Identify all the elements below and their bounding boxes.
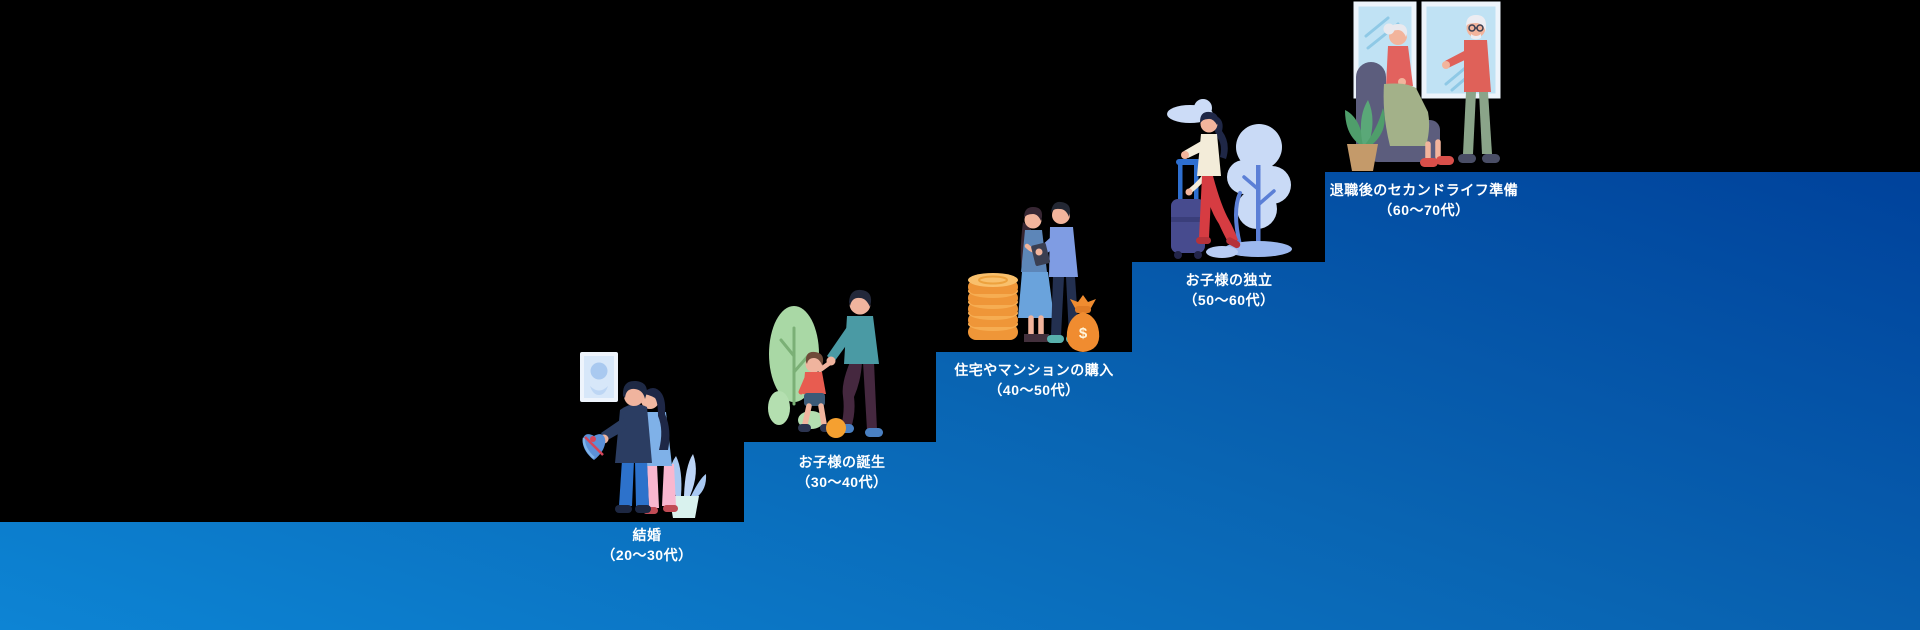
tree-icon (1206, 124, 1292, 258)
senior-couple-illustration (1345, 1, 1501, 171)
step-title: お子様の誕生 (798, 454, 886, 470)
parent-figure (826, 289, 883, 437)
grandmother-figure (1383, 23, 1454, 167)
step-title: お子様の独立 (1185, 272, 1273, 288)
grandfather-figure (1442, 15, 1500, 163)
step-age-range: （60〜70代） (1378, 202, 1470, 218)
step-label-child-independence: お子様の独立 （50〜60代） (1183, 270, 1274, 310)
step-label-second-life: 退職後のセカンドライフ準備 （60〜70代） (1330, 180, 1519, 220)
man-figure (599, 380, 652, 513)
potted-plant-icon (1345, 100, 1385, 171)
woman-figure (1018, 207, 1054, 342)
step-label-home-purchase: 住宅やマンションの購入 （40〜50代） (954, 360, 1114, 400)
ball-icon (826, 418, 846, 438)
step-label-marriage: 結婚 （20〜30代） (601, 525, 692, 565)
step-title: 住宅やマンションの購入 (954, 362, 1114, 378)
wall-art-icon (580, 352, 618, 402)
dollar-symbol: $ (1079, 325, 1088, 342)
child-figure (798, 351, 834, 432)
money-bag-icon: $ (1066, 295, 1100, 352)
step-age-range: （20〜30代） (601, 547, 693, 563)
young-adult-travel-illustration (1167, 99, 1292, 259)
traveler-figure (1181, 111, 1241, 249)
couple-with-savings-illustration: $ (968, 201, 1100, 352)
step-title: 結婚 (632, 527, 662, 543)
coin-stack-icon (968, 273, 1018, 340)
step-age-range: （40〜50代） (988, 382, 1080, 398)
step-label-child-birth: お子様の誕生 （30〜40代） (796, 452, 887, 492)
step-age-range: （50〜60代） (1183, 292, 1275, 308)
gift-heart-icon (582, 434, 606, 460)
parent-and-child-playing-illustration (768, 289, 883, 438)
kissing-couple-illustration (580, 352, 707, 518)
step-age-range: （30〜40代） (796, 474, 888, 490)
step-title: 退職後のセカンドライフ準備 (1329, 182, 1519, 198)
